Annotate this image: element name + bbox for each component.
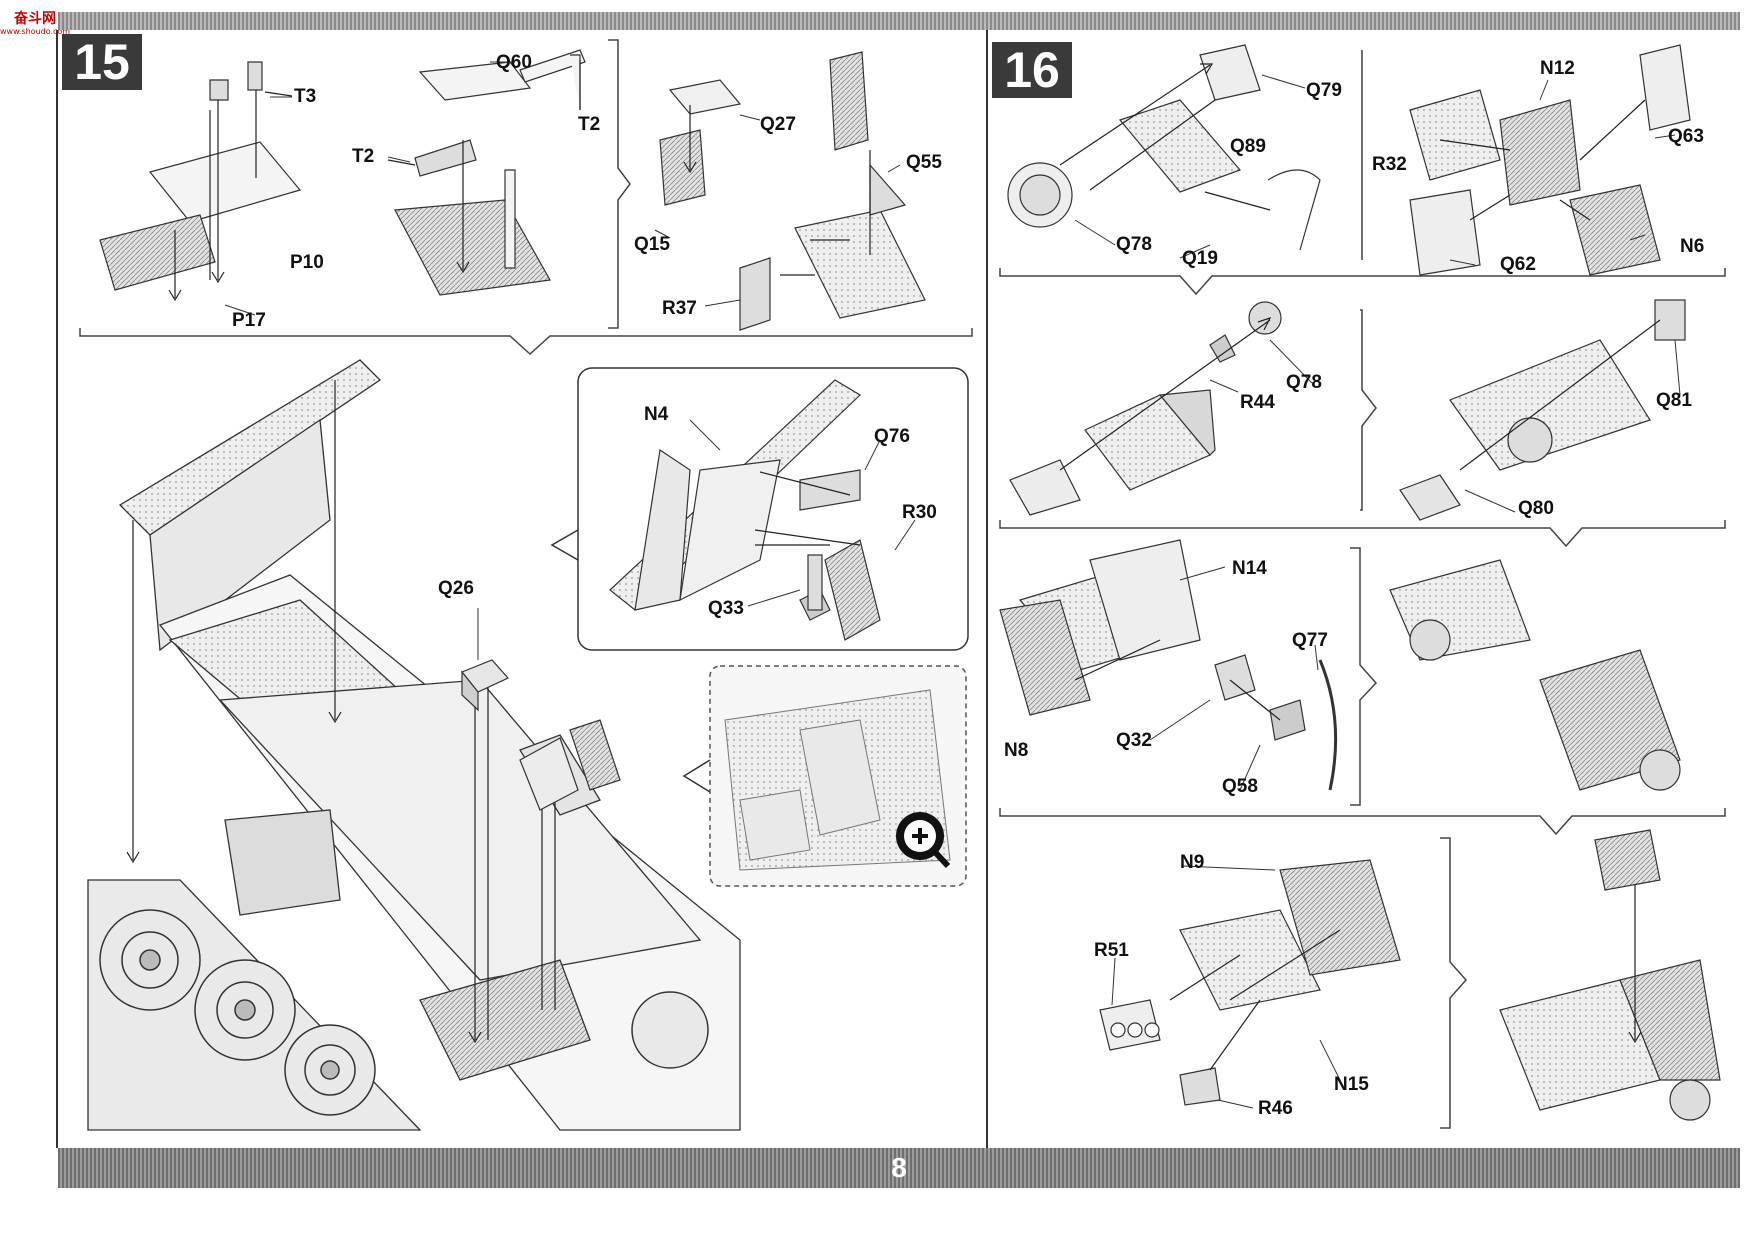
part-label-n15: N15: [1334, 1074, 1369, 1095]
site-logo: 奋斗网 www.shoudo.com: [0, 11, 71, 36]
n4-detail-arrows: [754, 471, 861, 546]
part-label-q55: Q55: [906, 152, 942, 173]
magnifier-plus-icon: [896, 812, 951, 869]
part-label-q26: Q26: [438, 578, 474, 599]
step15-road-wheels: [99, 909, 709, 1116]
part-label-q19: Q19: [1182, 248, 1218, 269]
step16-arrows-b: [1439, 99, 1646, 221]
part-label-q79: Q79: [1306, 80, 1342, 101]
step16-arrows-c: [1059, 316, 1661, 471]
part-label-r46: R46: [1258, 1098, 1293, 1119]
part-label-t2: T2: [352, 146, 375, 167]
step15-arrows-b: [387, 60, 581, 274]
step16-engine-assembly-b: [1389, 559, 1681, 791]
n4-detail-box: [577, 367, 969, 651]
part-label-t3: T3: [294, 86, 317, 107]
bottom-border-bar: 8: [58, 1148, 1740, 1188]
step-number-15: 15: [62, 34, 142, 90]
part-label-q32: Q32: [1116, 730, 1152, 751]
part-label-q81: Q81: [1656, 390, 1692, 411]
step-divider: [986, 30, 988, 1148]
step15-q26-part: [461, 659, 509, 712]
part-label-q58: Q58: [1222, 776, 1258, 797]
part-label-n4: N4: [644, 404, 669, 425]
left-margin-line: [56, 30, 58, 1148]
step15-arrows-c: [683, 105, 871, 276]
step16-engine-parts-b: [1409, 44, 1691, 276]
part-label-q89: Q89: [1230, 136, 1266, 157]
page-number: 8: [891, 1152, 907, 1183]
step16-arrows-a: [1059, 63, 1271, 211]
part-label-q78: Q78: [1286, 372, 1322, 393]
label-leader-lines: [224, 61, 1681, 1109]
part-label-q78: Q78: [1116, 234, 1152, 255]
step16-engine-parts-a: [1007, 44, 1321, 251]
step16-cooling-parts: [999, 539, 1338, 791]
part-label-p17: P17: [232, 310, 266, 331]
part-label-r30: R30: [902, 502, 937, 523]
part-label-p10: P10: [290, 252, 324, 273]
part-label-q76: Q76: [874, 426, 910, 447]
step15-seat-in-hull: [519, 719, 621, 811]
step16-engine-assembly-a: [1009, 299, 1686, 521]
step15-seat-frame-a: [99, 61, 302, 291]
step15-seat-parts: [659, 51, 926, 331]
part-label-n9: N9: [1180, 852, 1205, 873]
top-border-bar: [58, 12, 1740, 30]
part-label-n8: N8: [1004, 740, 1029, 761]
step16-final-engine: [1499, 829, 1721, 1121]
step16-cooling-assembly: [1099, 859, 1401, 1106]
part-label-r44: R44: [1240, 392, 1275, 413]
part-label-n12: N12: [1540, 58, 1575, 79]
part-label-q27: Q27: [760, 114, 796, 135]
step15-hull-arrows: [126, 380, 556, 1044]
n4-detail-drawing: [609, 379, 881, 641]
part-label-q77: Q77: [1292, 630, 1328, 651]
part-label-t2: T2: [578, 114, 601, 135]
part-label-q62: Q62: [1500, 254, 1536, 275]
part-label-n14: N14: [1232, 558, 1267, 579]
step16-arrow-final: [1628, 885, 1642, 1044]
part-label-r32: R32: [1372, 154, 1407, 175]
step16-brackets: [999, 50, 1726, 1129]
part-label-r37: R37: [662, 298, 697, 319]
part-label-q33: Q33: [708, 598, 744, 619]
step15-top-bracket: [79, 39, 973, 356]
part-label-q15: Q15: [634, 234, 670, 255]
step-number-16: 16: [992, 42, 1072, 98]
step15-arrows-a: [168, 90, 293, 302]
part-label-q60: Q60: [496, 52, 532, 73]
part-label-n6: N6: [1680, 236, 1705, 257]
step16-arrows-e: [1169, 929, 1341, 1071]
step15-seat-frame-b: [394, 49, 586, 296]
part-label-r51: R51: [1094, 940, 1129, 961]
part-label-q80: Q80: [1518, 498, 1554, 519]
zoom-detail-drawing: [724, 689, 951, 871]
part-label-q63: Q63: [1668, 126, 1704, 147]
step16-arrows-d: [1074, 639, 1281, 721]
